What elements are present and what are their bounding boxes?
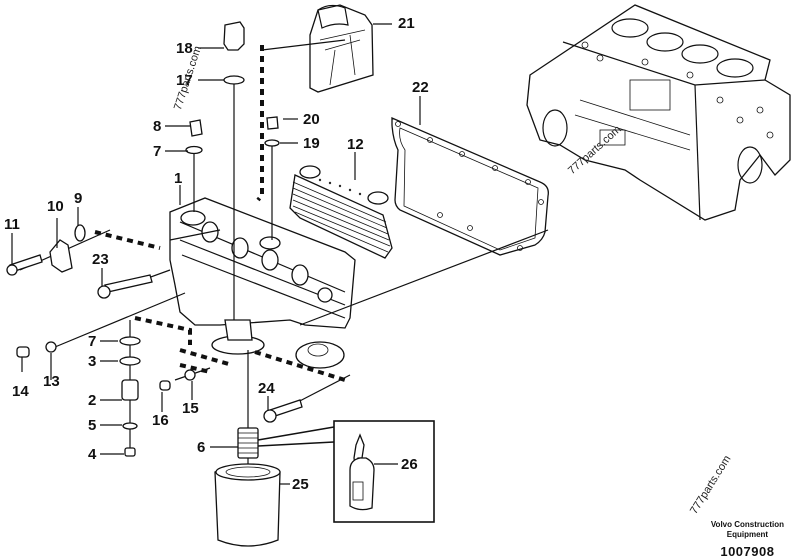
callout-12: 12 <box>347 136 364 153</box>
callout-21: 21 <box>398 15 415 32</box>
title-block: Volvo Construction Equipment 1007908 <box>711 520 784 559</box>
callout-19: 19 <box>303 135 320 152</box>
callout-15: 15 <box>182 400 199 417</box>
callout-8: 8 <box>153 118 162 135</box>
callout-5: 5 <box>88 417 97 434</box>
oil-cooler <box>289 165 393 259</box>
callout-7-lower: 7 <box>88 333 97 350</box>
callout-14: 14 <box>12 383 29 400</box>
callout-17: 17 <box>176 72 193 89</box>
callout-2: 2 <box>88 392 97 409</box>
assembly-lines <box>19 39 549 470</box>
sealant-inset <box>257 420 435 523</box>
callout-10: 10 <box>47 198 64 215</box>
bracket <box>309 4 374 93</box>
callout-16: 16 <box>152 412 169 429</box>
manufacturer-name-line2: Equipment <box>726 530 769 539</box>
callout-6: 6 <box>197 439 206 456</box>
gasket <box>391 117 549 256</box>
callout-25: 25 <box>292 476 309 493</box>
callout-26: 26 <box>401 456 418 473</box>
callout-1: 1 <box>174 170 183 187</box>
engine-block <box>526 4 791 221</box>
small-parts <box>6 21 303 547</box>
callout-18: 18 <box>176 40 193 57</box>
leader-lines <box>11 23 421 485</box>
callout-3: 3 <box>88 353 97 370</box>
callout-22: 22 <box>412 79 429 96</box>
callout-4: 4 <box>88 446 97 463</box>
callout-13: 13 <box>43 373 60 390</box>
callout-9: 9 <box>74 190 83 207</box>
callout-11: 11 <box>4 216 20 233</box>
callout-23: 23 <box>92 251 109 268</box>
callout-24: 24 <box>258 380 275 397</box>
callout-20: 20 <box>303 111 320 128</box>
callout-7-upper: 7 <box>153 143 162 160</box>
drawing-number: 1007908 <box>720 544 775 559</box>
manufacturer-name: Volvo Construction <box>710 520 784 529</box>
